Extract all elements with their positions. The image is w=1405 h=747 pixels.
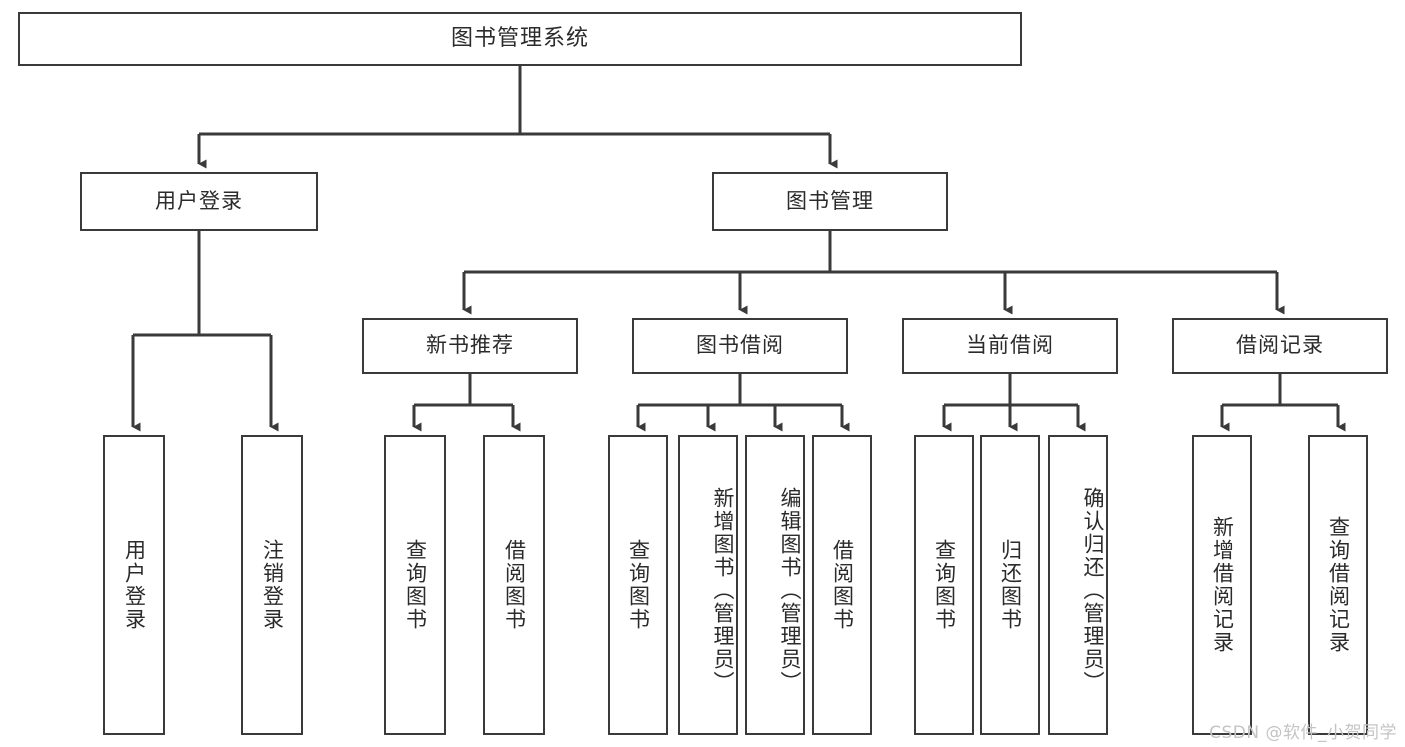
- node-leaf-query-book-2[interactable]: 查询图书: [608, 435, 668, 735]
- node-book-borrow[interactable]: 图书借阅: [632, 318, 848, 374]
- node-leaf-add-record[interactable]: 新增借阅记录: [1192, 435, 1252, 735]
- node-user-login[interactable]: 用户登录: [80, 172, 318, 231]
- node-root-system[interactable]: 图书管理系统: [18, 12, 1022, 66]
- node-leaf-add-book[interactable]: 新增图书（管理员）: [678, 435, 738, 735]
- node-leaf-query-record[interactable]: 查询借阅记录: [1308, 435, 1368, 735]
- node-leaf-borrow-book-1[interactable]: 借阅图书: [483, 435, 545, 735]
- node-new-book-recommend[interactable]: 新书推荐: [362, 318, 578, 374]
- csdn-watermark: CSDN @软件_小贺同学: [1209, 723, 1397, 743]
- node-current-borrow[interactable]: 当前借阅: [902, 318, 1118, 374]
- node-leaf-confirm-return[interactable]: 确认归还（管理员）: [1048, 435, 1108, 735]
- node-leaf-user-login[interactable]: 用户登录: [103, 435, 165, 735]
- node-leaf-return-book[interactable]: 归还图书: [980, 435, 1040, 735]
- node-leaf-query-book-3[interactable]: 查询图书: [914, 435, 974, 735]
- node-leaf-logout-login[interactable]: 注销登录: [241, 435, 303, 735]
- node-borrow-record[interactable]: 借阅记录: [1172, 318, 1388, 374]
- node-leaf-query-book-1[interactable]: 查询图书: [384, 435, 446, 735]
- node-book-manage[interactable]: 图书管理: [712, 172, 948, 231]
- node-leaf-edit-book[interactable]: 编辑图书（管理员）: [745, 435, 805, 735]
- node-leaf-borrow-book-2[interactable]: 借阅图书: [812, 435, 872, 735]
